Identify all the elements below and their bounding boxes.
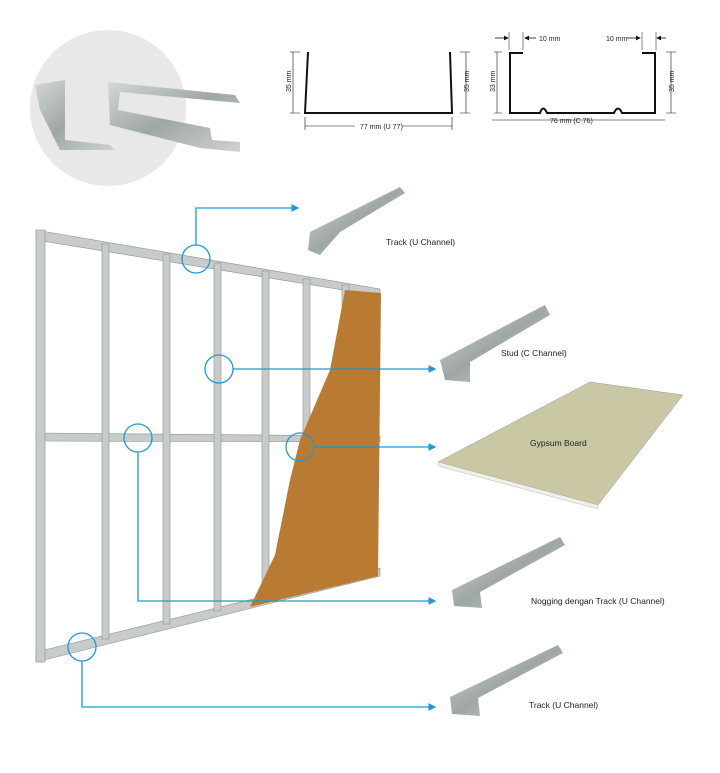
callout-gypsum-board: Gypsum Board xyxy=(530,438,587,448)
c-width: 76 mm (C 76) xyxy=(550,118,593,125)
gypsum-board-cutaway xyxy=(250,290,381,607)
c-left-height: 33 mm xyxy=(490,70,497,92)
c-right-lip: 10 mm xyxy=(606,36,628,43)
callout-leaders xyxy=(67,204,437,711)
stud-piece xyxy=(440,305,550,382)
u-width: 77 mm (U 77) xyxy=(360,124,403,131)
gypsum-board xyxy=(437,381,684,510)
u-channel-profile xyxy=(290,51,470,130)
track-top-piece xyxy=(308,187,405,255)
callout-track-top: Track (U Channel) xyxy=(386,237,455,247)
u-right-height: 35 mm xyxy=(464,70,471,92)
c-channel-profile xyxy=(492,32,676,121)
callout-stud: Stud (C Channel) xyxy=(501,348,567,358)
c-right-height: 35 mm xyxy=(669,70,676,92)
u-left-height: 35 mm xyxy=(286,70,293,92)
c-left-lip: 10 mm xyxy=(539,36,561,43)
channel-photo xyxy=(30,30,240,186)
track-bottom-piece xyxy=(450,645,563,716)
nogging-piece xyxy=(452,537,565,608)
callout-track-bottom: Track (U Channel) xyxy=(529,700,598,710)
callout-nogging: Nogging dengan Track (U Channel) xyxy=(531,596,665,606)
